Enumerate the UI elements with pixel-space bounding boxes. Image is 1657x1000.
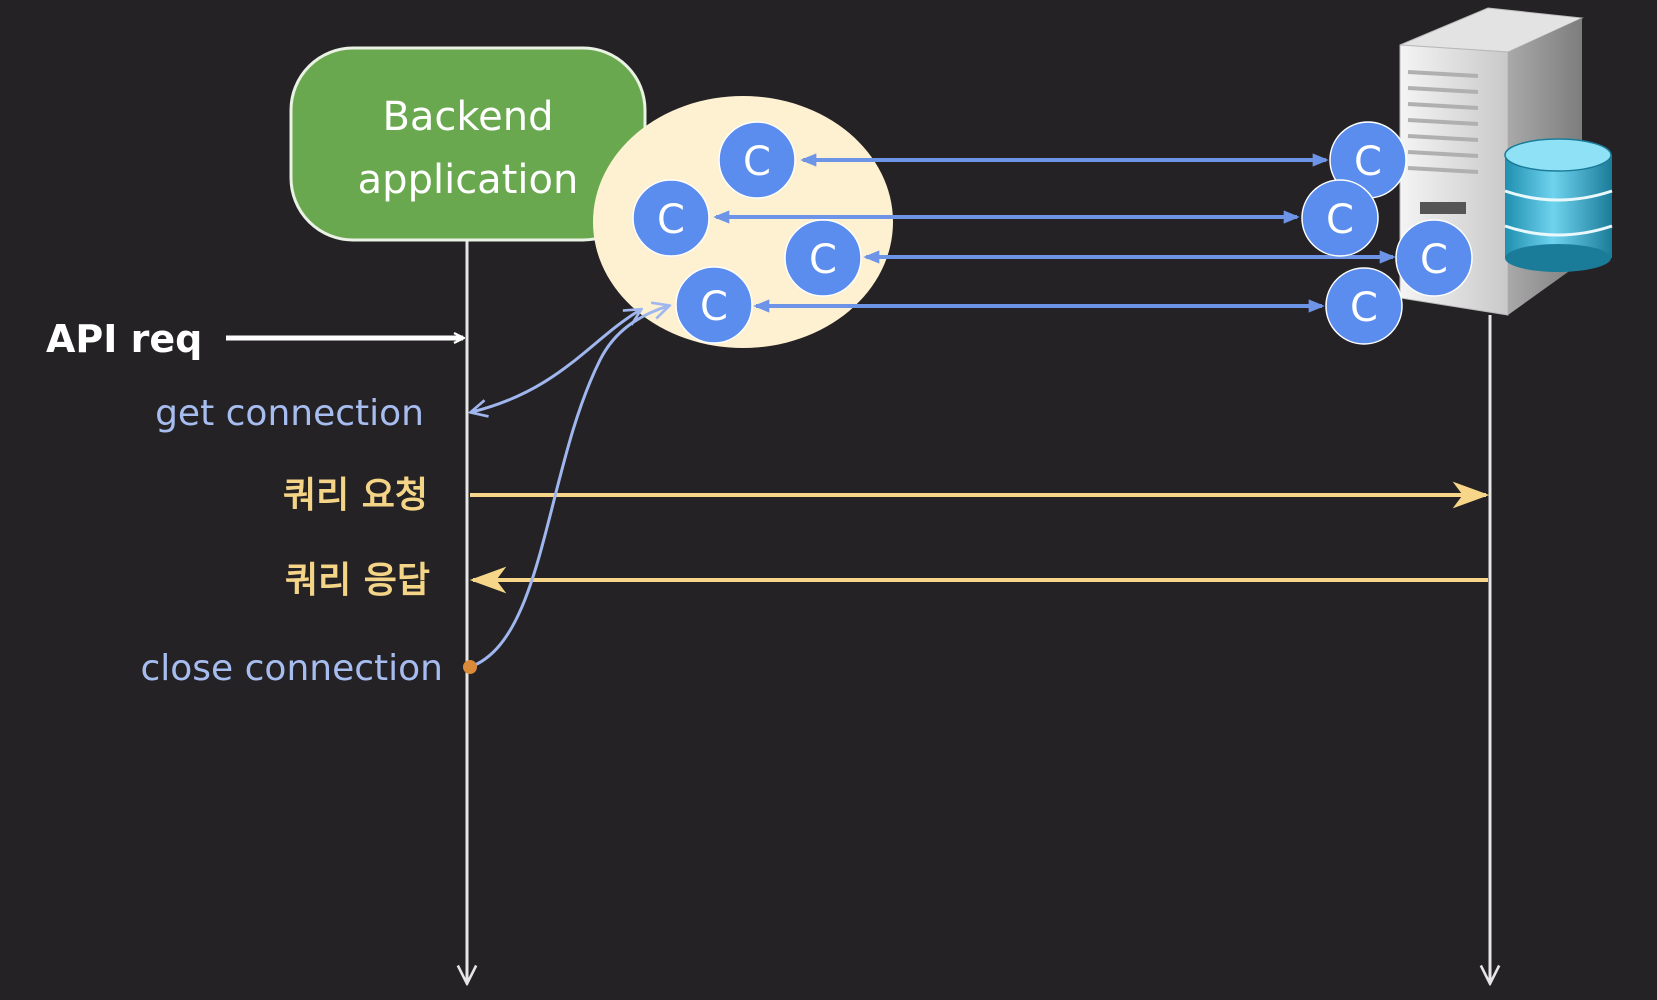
api-req-label: API req <box>46 317 202 361</box>
pool-connection-1: C <box>718 121 796 199</box>
pool-connection-2: C <box>632 179 710 257</box>
db-connection-4: C <box>1325 267 1403 345</box>
close-connection-label: close connection <box>140 648 443 689</box>
close-connection-arrow <box>469 306 668 669</box>
pool-connection-3: C <box>784 219 862 297</box>
query-request-label: 쿼리 요청 <box>283 475 428 516</box>
db-connection-2: C <box>1301 179 1379 257</box>
backend-title-line1: Backend <box>382 94 553 140</box>
connection-c-label: C <box>1326 197 1354 243</box>
pool-connection-4: C <box>675 266 753 344</box>
connection-c-label: C <box>700 284 728 330</box>
db-connection-1: C <box>1329 121 1407 199</box>
query-response-label: 쿼리 응답 <box>285 560 430 601</box>
get-connection-arrow <box>472 310 640 412</box>
backend-title-line2: application <box>358 157 579 203</box>
connection-c-label: C <box>809 237 837 283</box>
get-connection-label: get connection <box>155 393 424 434</box>
backend-application-box <box>289 46 647 242</box>
database-cylinder-icon <box>1504 138 1613 272</box>
connection-c-label: C <box>1350 285 1378 331</box>
close-connection-dot <box>463 660 477 674</box>
db-connection-3: C <box>1395 219 1473 297</box>
pool-connections <box>713 153 1396 313</box>
connection-c-label: C <box>1420 237 1448 283</box>
connection-c-label: C <box>1354 139 1382 185</box>
connection-c-label: C <box>657 197 685 243</box>
connection-c-label: C <box>743 139 771 185</box>
